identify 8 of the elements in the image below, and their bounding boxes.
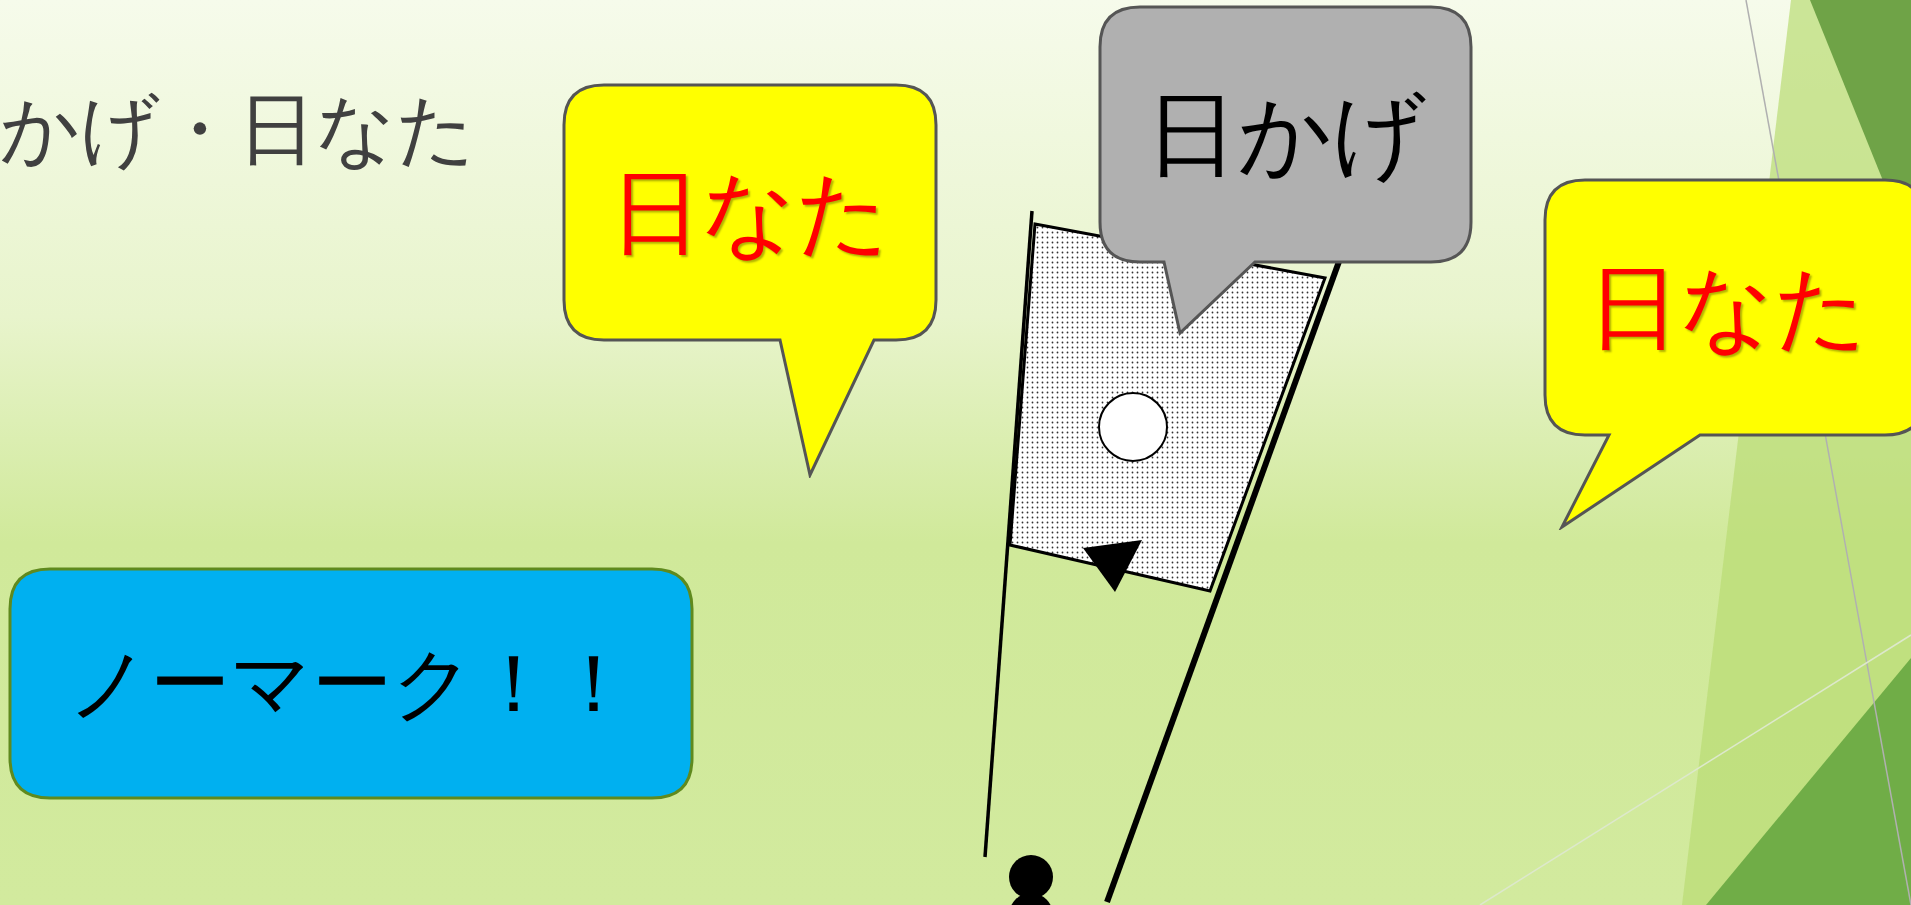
callout-text: 日なた [1588, 261, 1868, 354]
speech-bubble [1097, 4, 1474, 336]
speech-bubble [1542, 177, 1911, 530]
speech-bubble [561, 82, 939, 478]
callout-text: 日かげ [1145, 88, 1426, 181]
callout-text: ノーマーク！！ [68, 643, 634, 724]
callout-box [7, 566, 695, 801]
callout-text: 日なた [610, 166, 890, 259]
